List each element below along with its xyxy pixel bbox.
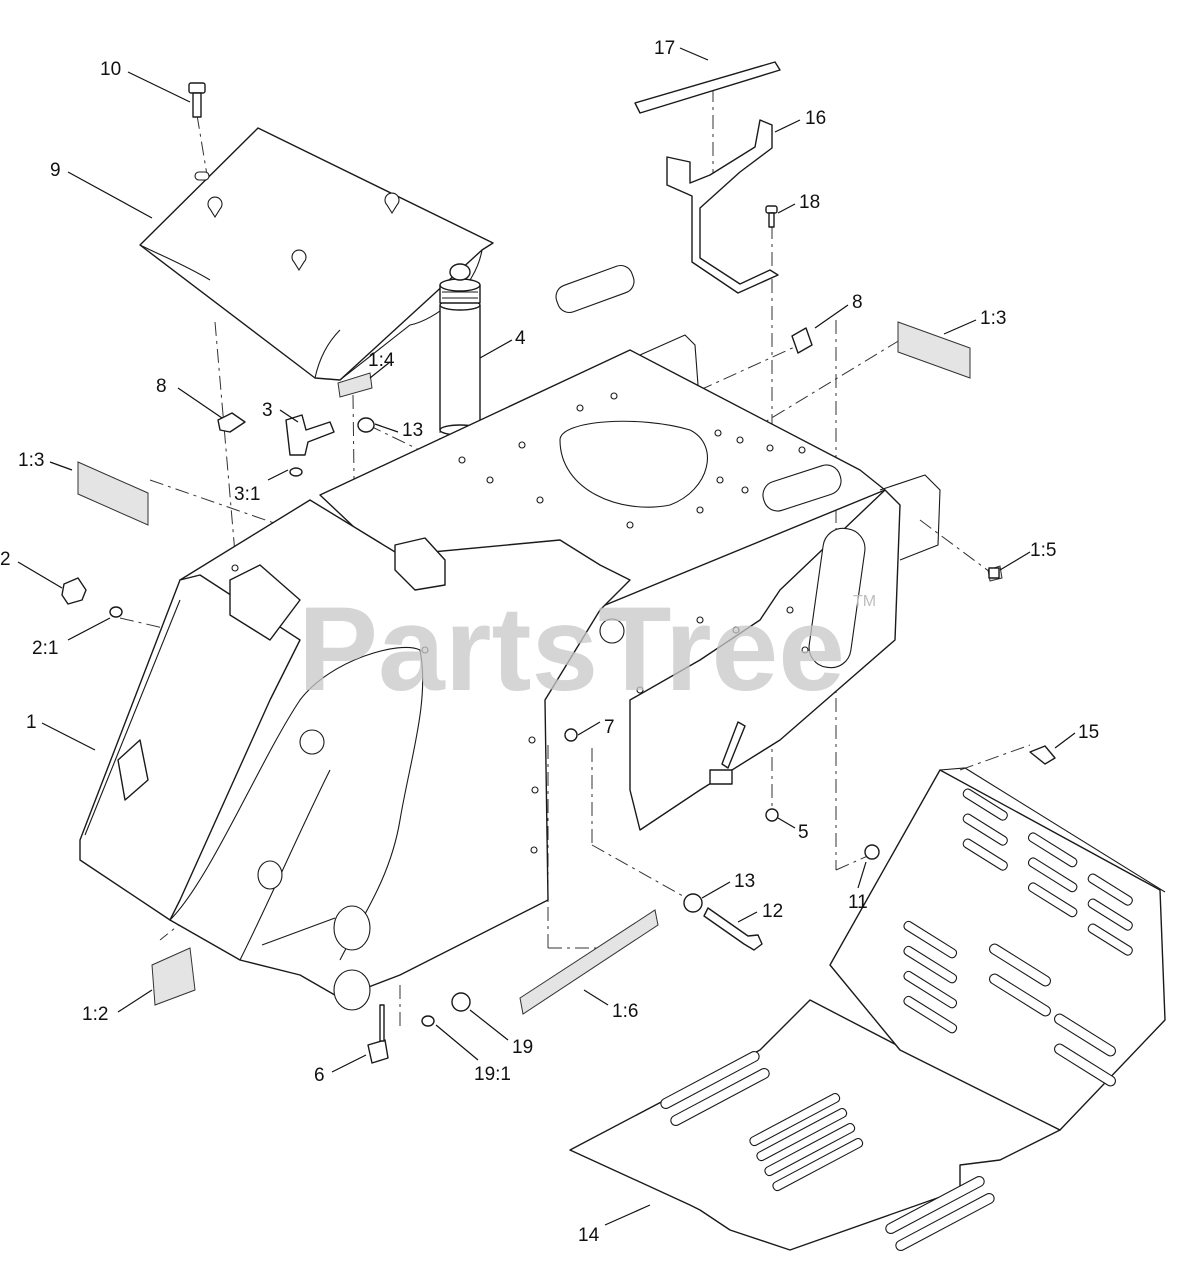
keyhole [207,196,223,219]
side-oval [808,527,866,669]
part-5-nut [765,808,779,822]
part-19-1-oring [421,1015,435,1027]
decal-1-3-right [897,321,971,379]
hardware [61,327,1056,1064]
part-3-elbow [285,414,335,456]
callout-1-3-right: 1:3 [980,308,1006,329]
part-1-5-clip [988,567,1000,579]
callout-16: 16 [805,108,826,129]
part-10-bolt [188,82,206,118]
callout-1-2: 1:2 [82,1004,108,1025]
callout-1-4: 1:4 [368,350,395,371]
slot-hole [194,171,210,181]
callout-6: 6 [314,1065,325,1086]
callout-1-5: 1:5 [1030,540,1056,561]
callout-2-1: 2:1 [32,638,58,659]
part-6-foot [367,1039,389,1064]
callout-1-6: 1:6 [612,1001,638,1022]
part-2-plug [61,577,87,605]
part-14-floor-plate [569,767,1166,1252]
part-6-stud [379,1004,385,1042]
decal-1-6 [519,909,659,1015]
callout-11: 11 [848,892,868,913]
part-16-bracket [666,119,779,294]
part-8-clip-left [217,412,246,433]
deck-slot [555,264,635,314]
part-13-nut-upper [357,417,375,433]
leader-lines [17,47,1076,1226]
part-4-filter-tube [439,263,481,436]
callout-15: 15 [1078,722,1099,743]
part-11-nut [864,844,880,860]
callout-1: 1 [26,712,37,733]
callout-13-upper: 13 [402,420,423,441]
callout-8-left: 8 [156,376,167,397]
callout-17: 17 [654,38,675,59]
keyhole [384,192,400,215]
callout-3-1: 3:1 [234,484,260,505]
callout-4: 4 [515,328,526,349]
decal-1-4 [337,372,373,398]
decals [77,321,1003,1015]
callout-14: 14 [578,1225,600,1246]
deck-round-opening [559,420,708,508]
part-12-bolt [703,907,763,951]
part-17-strip [634,61,781,114]
part-3-1-oring [289,467,303,477]
deck-slot [762,464,842,512]
part-18-screw [765,205,778,228]
callout-10: 10 [100,59,121,80]
slots-floor-plate [660,788,1133,1252]
part-13-nut-lower [683,893,703,913]
callout-1-3-left: 1:3 [18,450,44,471]
part-15-bolt [1029,745,1056,765]
part-19-plug [451,992,471,1012]
part-1-main-frame [79,264,941,1011]
callout-18: 18 [799,192,820,213]
callout-12: 12 [762,901,783,922]
callout-8-right: 8 [852,292,863,313]
callout-19-1: 19:1 [474,1064,511,1085]
callout-3: 3 [262,400,273,421]
callout-9: 9 [50,160,61,181]
watermark-trademark: TM [853,593,876,610]
decal-1-3-left [77,461,149,526]
part-8-clip-right [791,327,813,354]
callout-19: 19 [512,1037,533,1058]
part-2-1-oring [109,606,123,618]
callout-2: 2 [0,549,11,570]
part-7-nut [564,728,578,742]
callout-7: 7 [604,717,615,738]
callout-labels: 10 9 17 16 18 8 1:3 4 1:4 3 8 13 1:3 3:1… [0,38,1099,1246]
keyhole [291,249,307,272]
callout-5: 5 [798,822,809,843]
decal-1-2 [151,947,196,1006]
watermark-text: PartsTree [298,582,845,716]
callout-13-lower: 13 [734,871,755,892]
